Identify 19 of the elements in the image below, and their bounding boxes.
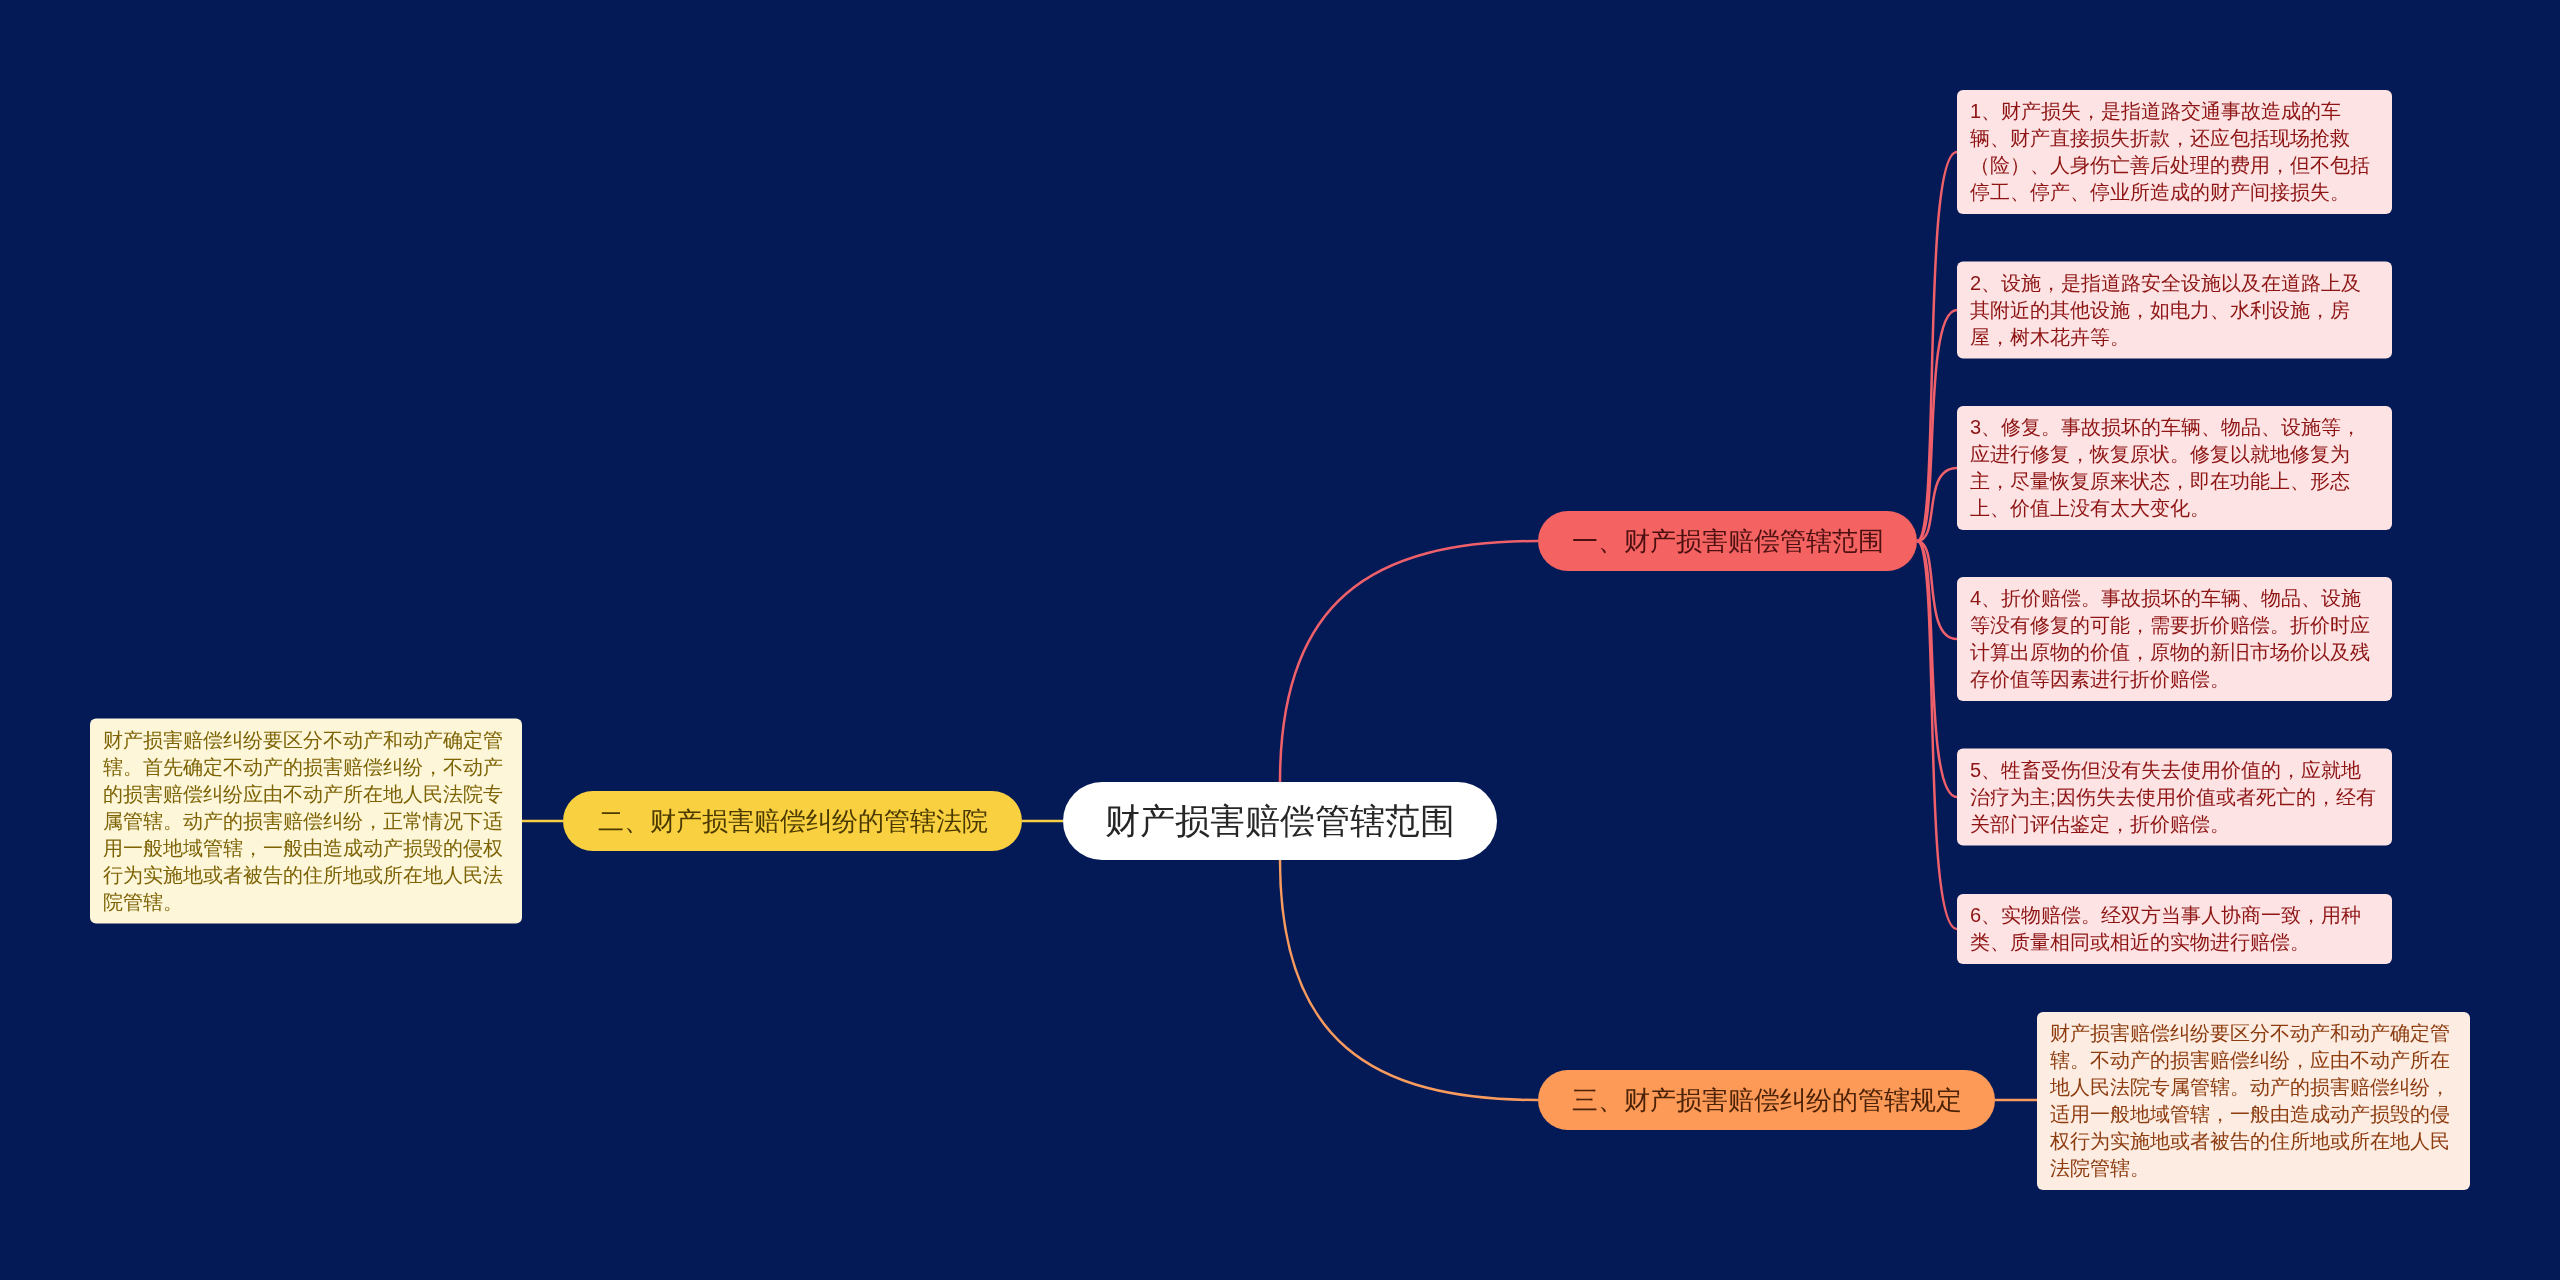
connector-line — [1022, 819, 1063, 823]
central-topic: 财产损害赔偿管辖范围 — [1063, 782, 1497, 860]
branch-topic: 一、财产损害赔偿管辖范围 — [1538, 511, 1917, 571]
note-box: 1、财产损失，是指道路交通事故造成的车辆、财产直接损失折款，还应包括现场抢救（险）、人身伤亡善后处理的费用，但不包括停工、停产、停业所造成的财产间接损失。 — [1957, 90, 2392, 214]
connector-line — [1995, 1098, 2037, 1102]
connector-line — [1278, 859, 1539, 1102]
note-box: 财产损害赔偿纠纷要区分不动产和动产确定管辖。不动产的损害赔偿纠纷，应由不动产所在地人民法院专属管辖。动产的损害赔偿纠纷，适用一般地域管辖，一般由造成动产损毁的侵权行为实施地或者被告的住所地或所在地人民法院管辖。 — [2037, 1012, 2470, 1190]
note-box: 6、实物赔偿。经双方当事人协商一致，用种类、质量相同或相近的实物进行赔偿。 — [1957, 894, 2392, 964]
connector-line — [1916, 308, 1958, 542]
connector-line — [1915, 540, 1958, 930]
note-box: 3、修复。事故损坏的车辆、物品、设施等，应进行修复，恢复原状。修复以就地修复为主，尽量恢复原来状态，即在功能上、形态上、价值上没有太大变化。 — [1957, 406, 2392, 530]
note-box: 4、折价赔偿。事故损坏的车辆、物品、设施等没有修复的可能，需要折价赔偿。折价时应计算出原物的价值，原物的新旧市场价以及残存价值等因素进行折价赔偿。 — [1957, 577, 2392, 701]
note-box: 5、牲畜受伤但没有失去使用价值的，应就地治疗为主;因伤失去使用价值或者死亡的，经有关部门评估鉴定，折价赔偿。 — [1957, 748, 2392, 846]
note-box: 财产损害赔偿纠纷要区分不动产和动产确定管辖。首先确定不动产的损害赔偿纠纷，不动产的损害赔偿纠纷应由不动产所在地人民法院专属管辖。动产的损害赔偿纠纷，正常情况下适用一般地域管辖，一般由造成动产损毁的侵权行为实施地或者被告的住所地或所在地人民法院管辖。 — [90, 718, 522, 924]
connector-line — [1278, 539, 1539, 783]
branch-topic: 二、财产损害赔偿纠纷的管辖法院 — [563, 791, 1022, 851]
note-box: 2、设施，是指道路安全设施以及在道路上及其附近的其他设施，如电力、水利设施，房屋，树木花卉等。 — [1957, 261, 2392, 359]
branch-topic: 三、财产损害赔偿纠纷的管辖规定 — [1538, 1070, 1995, 1130]
connector-line — [522, 819, 563, 823]
